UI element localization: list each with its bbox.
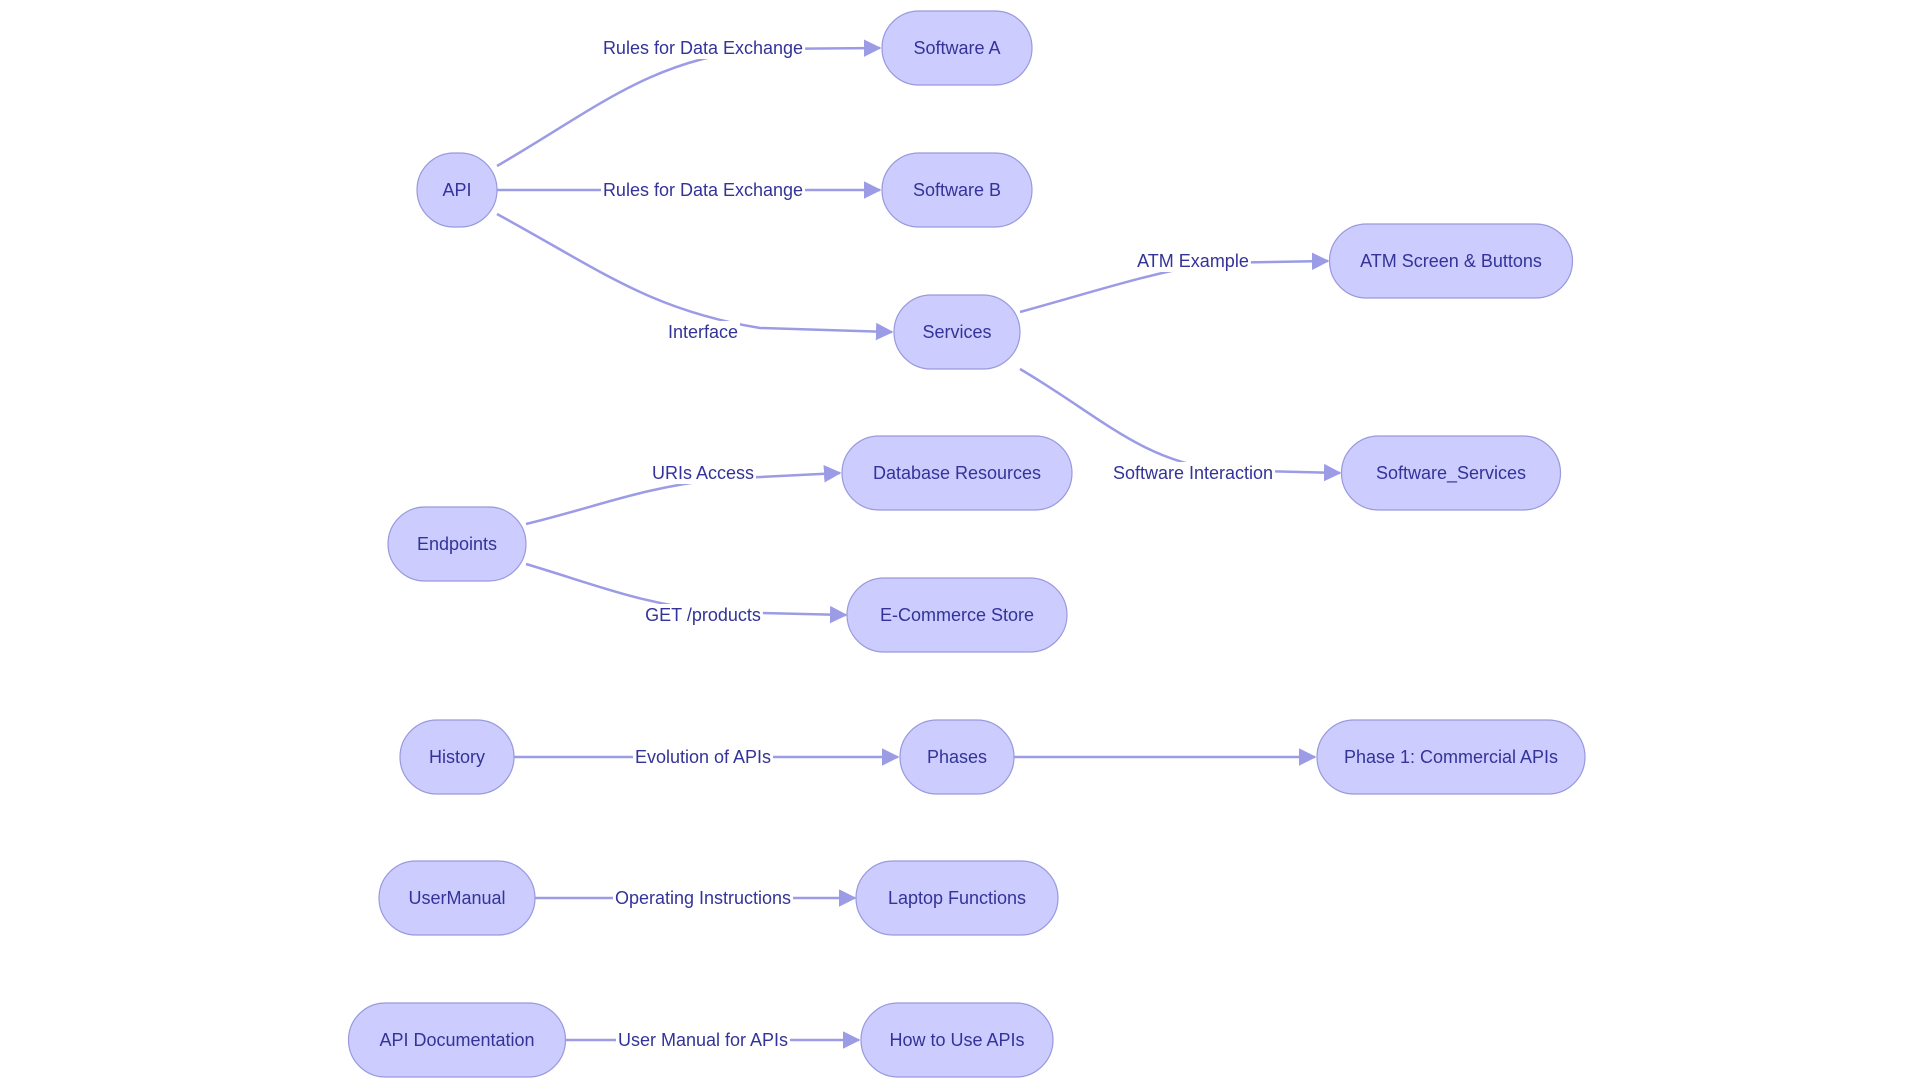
node-atm: ATM Screen & Buttons — [1328, 223, 1574, 299]
edge-label: User Manual for APIs — [618, 1030, 788, 1050]
node-how-to-use-apis: How to Use APIs — [860, 1002, 1054, 1078]
node-label: Software_Services — [1376, 463, 1526, 484]
node-label: Phases — [927, 747, 987, 767]
edge-label-background — [600, 179, 806, 201]
edge-label-background — [665, 321, 741, 343]
node-label: ATM Screen & Buttons — [1360, 251, 1542, 271]
node-label: Software A — [913, 38, 1000, 58]
node-shape — [387, 506, 527, 582]
node-history: History — [399, 719, 515, 795]
node-label: Database Resources — [873, 463, 1041, 483]
node-shape — [347, 1002, 567, 1078]
node-api: API — [416, 152, 498, 228]
node-label: History — [429, 747, 485, 767]
node-phases: Phases — [899, 719, 1015, 795]
edge-label-background — [600, 37, 806, 59]
node-label: Services — [922, 322, 991, 342]
edge-label: Operating Instructions — [615, 888, 791, 908]
edge-label: Rules for Data Exchange — [603, 38, 803, 58]
edge-label-background — [1135, 250, 1251, 272]
edge-api-to-software_a — [496, 39, 882, 168]
node-shape — [893, 294, 1021, 370]
edge-label-background — [1110, 462, 1276, 484]
node-shape — [899, 719, 1015, 795]
node-label: API — [442, 180, 471, 200]
node-shape — [416, 152, 498, 228]
edge-label: Rules for Data Exchange — [603, 180, 803, 200]
edge-label: ATM Example — [1137, 251, 1249, 271]
node-shape — [1328, 223, 1574, 299]
edge-label: Software Interaction — [1113, 463, 1273, 483]
node-endpoints: Endpoints — [387, 506, 527, 582]
edges-layer — [496, 39, 1342, 1049]
nodes-layer: API Software A Software B Services ATM Scree… — [347, 10, 1586, 1078]
node-shape — [378, 860, 536, 936]
node-shape — [881, 10, 1033, 86]
node-shape — [881, 152, 1033, 228]
node-usermanual: UserManual — [378, 860, 536, 936]
node-shape — [855, 860, 1059, 936]
edge-label: Evolution of APIs — [635, 747, 771, 767]
node-shape — [846, 577, 1068, 653]
node-laptop-functions: Laptop Functions — [855, 860, 1059, 936]
node-services: Services — [893, 294, 1021, 370]
node-label: UserManual — [408, 888, 505, 908]
edge-label-background — [643, 604, 763, 626]
node-label: Endpoints — [417, 534, 497, 554]
node-api-documentation: API Documentation — [347, 1002, 567, 1078]
edge-label-background — [649, 462, 757, 484]
node-label: Laptop Functions — [888, 888, 1026, 908]
edge-label-background — [632, 746, 774, 768]
node-shape — [841, 435, 1073, 511]
node-label: API Documentation — [379, 1030, 534, 1050]
node-label: Software B — [913, 180, 1001, 200]
node-database-resources: Database Resources — [841, 435, 1073, 511]
edge-api-to-services — [496, 212, 894, 341]
edge-label: GET /products — [645, 605, 761, 625]
node-ecommerce-store: E-Commerce Store — [846, 577, 1068, 653]
node-shape — [1340, 435, 1562, 511]
edge-label: URIs Access — [652, 463, 754, 483]
node-label: How to Use APIs — [889, 1030, 1024, 1050]
node-shape — [860, 1002, 1054, 1078]
node-software-b: Software B — [881, 152, 1033, 228]
node-label: E-Commerce Store — [880, 605, 1034, 625]
edge-label: Interface — [668, 322, 738, 342]
node-software-a: Software A — [881, 10, 1033, 86]
node-shape — [399, 719, 515, 795]
node-label: Phase 1: Commercial APIs — [1344, 747, 1558, 767]
edge-label-background — [612, 887, 794, 909]
edge-label-background — [615, 1029, 791, 1051]
node-software-services: Software_Services — [1340, 435, 1562, 511]
node-phase1: Phase 1: Commercial APIs — [1316, 719, 1586, 795]
node-shape — [1316, 719, 1586, 795]
